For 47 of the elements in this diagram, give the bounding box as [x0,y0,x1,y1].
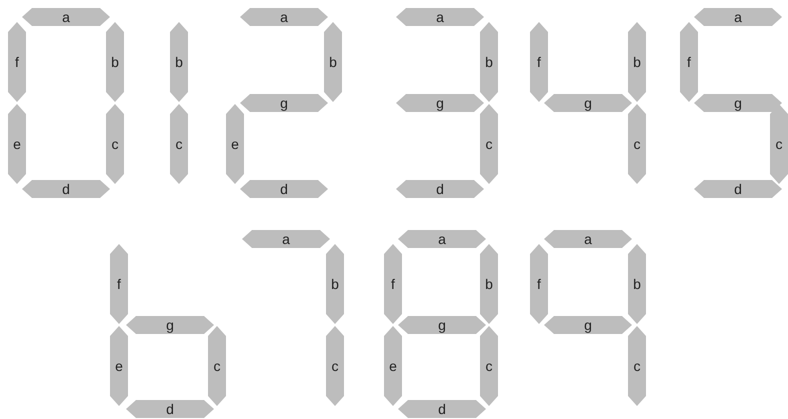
display-segment: c [326,326,344,406]
display-segment: g [396,94,484,112]
display-segment: a [694,8,782,26]
display-segment: d [396,180,484,198]
display-segment: b [480,22,498,102]
display-segment: a [396,8,484,26]
display-segment: c [628,326,646,406]
display-segment: c [106,104,124,184]
display-segment: a [240,8,328,26]
display-segment: a [398,230,486,248]
display-segment: g [544,316,632,334]
display-segment: g [544,94,632,112]
display-segment: g [240,94,328,112]
display-segment: e [110,326,128,406]
display-segment: b [324,22,342,102]
display-segment: d [398,400,486,418]
display-segment: b [628,22,646,102]
display-segment: b [628,244,646,324]
display-segment: e [8,104,26,184]
display-segment: f [530,244,548,324]
display-segment: g [398,316,486,334]
display-segment: c [208,326,226,406]
display-segment: d [240,180,328,198]
display-segment: a [544,230,632,248]
display-segment: g [694,94,782,112]
display-segment: e [384,326,402,406]
display-segment: f [680,22,698,102]
display-segment: b [170,22,188,102]
display-segment: a [22,8,110,26]
display-segment: g [126,316,214,334]
display-segment: e [226,104,244,184]
display-segment: f [384,244,402,324]
display-segment: c [628,104,646,184]
display-segment: b [480,244,498,324]
display-segment: c [480,104,498,184]
display-segment: d [126,400,214,418]
display-segment: b [326,244,344,324]
display-segment: c [770,104,788,184]
display-segment: d [22,180,110,198]
display-segment: b [106,22,124,102]
display-segment: d [694,180,782,198]
display-segment: a [242,230,330,248]
display-segment: f [530,22,548,102]
display-segment: c [480,326,498,406]
display-segment: c [170,104,188,184]
display-segment: f [110,244,128,324]
display-segment: f [8,22,26,102]
